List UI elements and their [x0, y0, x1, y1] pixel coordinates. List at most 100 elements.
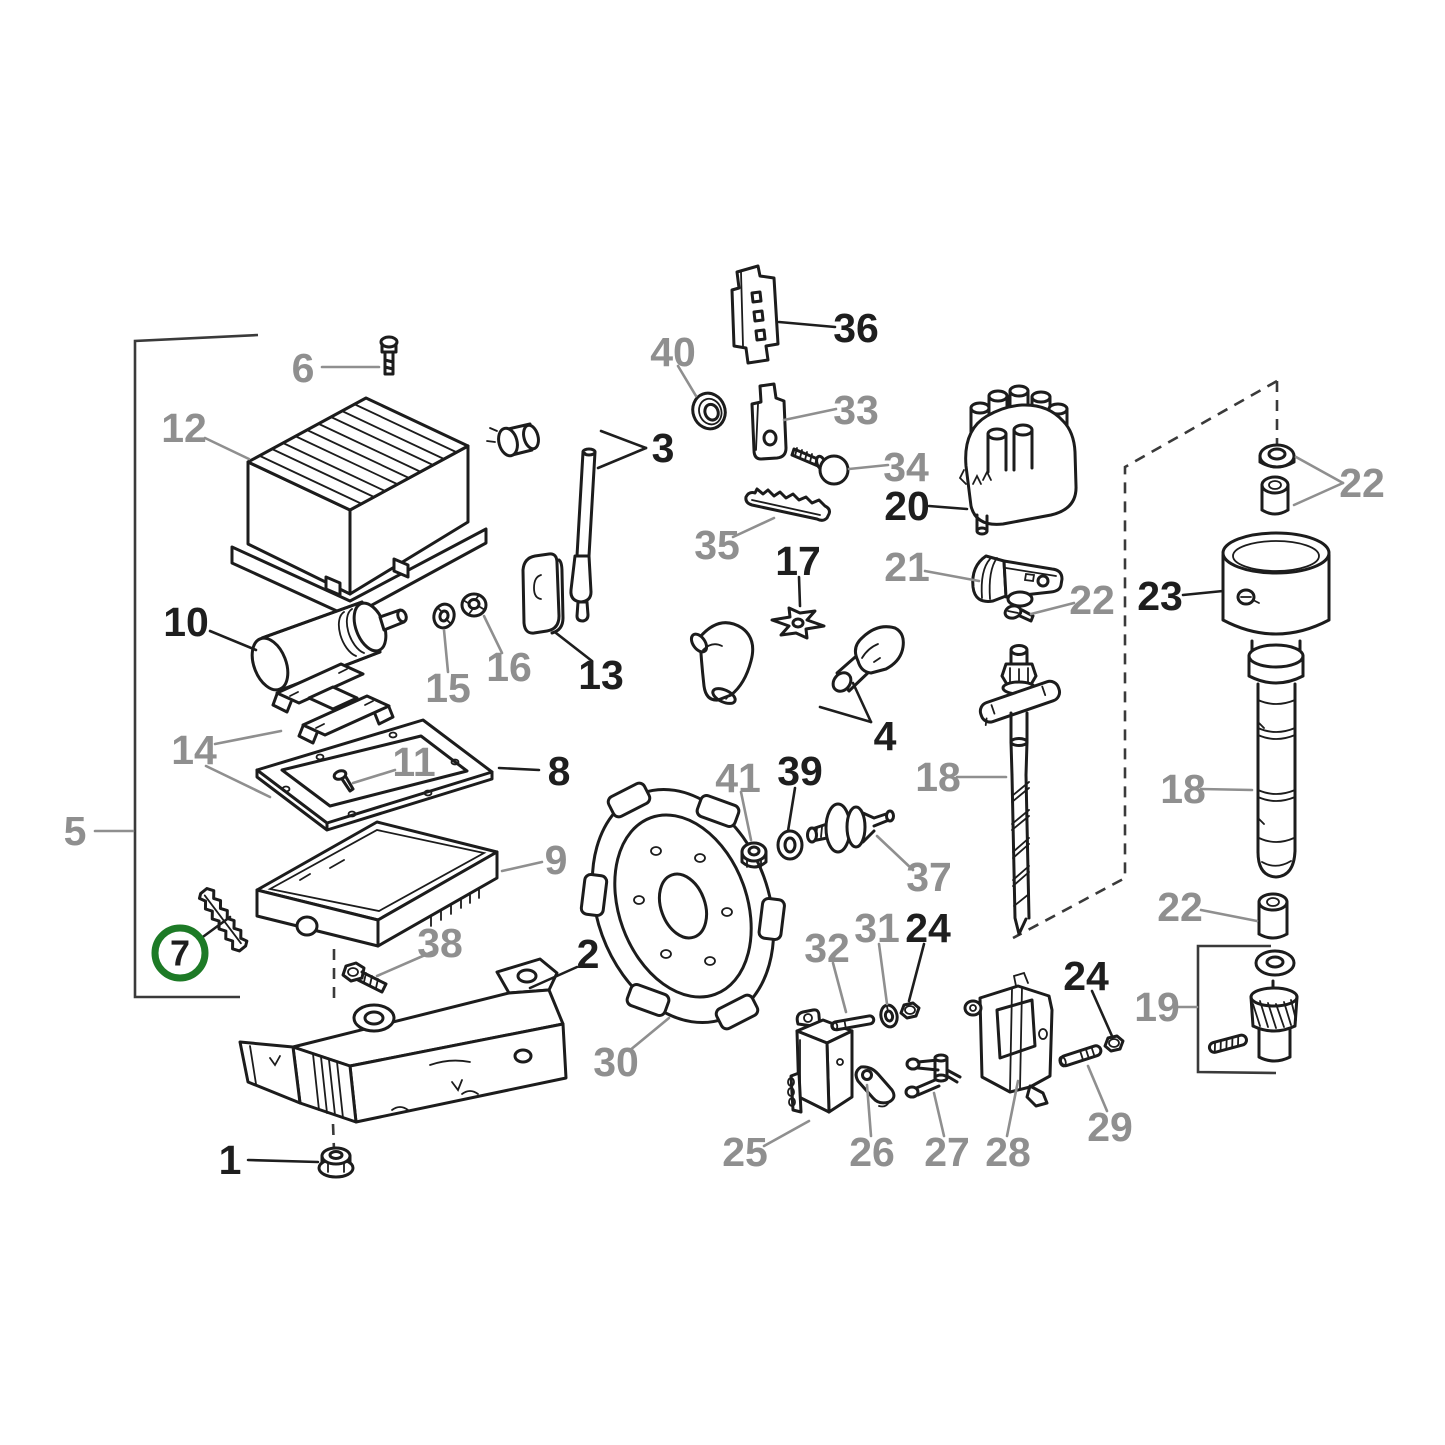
- part-label-10: 10: [163, 599, 209, 645]
- part-label-21: 21: [884, 544, 930, 590]
- leader-part-24a: [907, 942, 926, 1003]
- leader-part-17: [797, 575, 802, 608]
- leader-part-21: [923, 569, 981, 583]
- leader-part-25: [762, 1119, 811, 1148]
- part-19-gear-kit-drawing: [1207, 949, 1299, 1063]
- part-label-22a: 22: [1069, 577, 1115, 623]
- highlight-layer: [151, 924, 209, 982]
- part-15-washer-drawing: [432, 602, 456, 630]
- part-1-nut-drawing: [317, 1146, 355, 1179]
- part-label-27: 27: [924, 1129, 970, 1175]
- part-18-shaft-spiral-drawing: [978, 644, 1062, 936]
- part-label-22c: 22: [1157, 884, 1203, 930]
- part-34-screw-drawing: [790, 447, 850, 486]
- leader-part-40: [676, 364, 698, 398]
- leader-part-20: [927, 504, 969, 511]
- leader-part-34: [847, 463, 890, 471]
- leader-part-32: [831, 961, 848, 1014]
- part-label-1: 1: [219, 1137, 242, 1183]
- leader-part-11: [351, 768, 397, 785]
- part-13-boot-drawing: [521, 552, 565, 635]
- leader-part-10: [208, 629, 258, 652]
- connector-layer: [133, 333, 1279, 1151]
- part-23-coupler-cup-drawing: [1221, 531, 1331, 636]
- part-label-39: 39: [777, 748, 823, 794]
- part-6-screw-drawing: [379, 335, 399, 376]
- part-label-34: 34: [883, 444, 929, 490]
- part-label-11: 11: [392, 739, 435, 785]
- part-11-screw-drawing: [332, 769, 355, 793]
- part-label-9: 9: [545, 837, 568, 883]
- part-label-32: 32: [804, 925, 850, 971]
- part-37-sensor-drawing: [806, 802, 895, 854]
- leader-part-4: [818, 705, 873, 724]
- leader-part-38: [375, 950, 434, 978]
- leader-part-22b: [1294, 455, 1345, 485]
- leader-part-3: [596, 446, 648, 470]
- part-38-bolt-drawing: [341, 961, 388, 994]
- part-40-grommet-drawing: [691, 391, 727, 431]
- part-label-18a: 18: [915, 754, 961, 800]
- part-18-drive-shaft-drawing: [1247, 639, 1305, 879]
- part-22-bushing-drawing: [1257, 892, 1289, 940]
- part-label-16: 16: [486, 644, 532, 690]
- part-label-2: 2: [577, 931, 600, 977]
- leader-part-29: [1086, 1064, 1109, 1113]
- leader-part-28: [1005, 1079, 1020, 1138]
- leader-part-24b: [1090, 989, 1114, 1038]
- leader-part-39: [786, 786, 797, 833]
- part-14-coil-bracket-drawing: [271, 662, 395, 745]
- part-4-plug-wire-drawing: [689, 621, 905, 719]
- leader-part-15: [442, 628, 450, 674]
- leader-part-22c: [1199, 908, 1259, 923]
- leader-part-33: [782, 407, 838, 422]
- part-35-retainer-strip-drawing: [744, 487, 831, 522]
- part-7-serrated-strip-drawing: [197, 887, 249, 953]
- part-21-rotor-drawing: [971, 554, 1064, 608]
- part-label-30: 30: [593, 1039, 639, 1085]
- part-10-coil-drawing: [250, 600, 408, 692]
- leader-part-35: [731, 516, 776, 539]
- part-9-module-drawing: [255, 820, 499, 948]
- leader-part-23: [1181, 589, 1225, 597]
- part-label-3: 3: [652, 425, 675, 471]
- leader-part-4: [851, 681, 873, 724]
- part-label-4: 4: [874, 713, 897, 759]
- part-label-6: 6: [292, 345, 315, 391]
- part-33-key-plate-drawing: [750, 382, 788, 461]
- leader-part-8: [497, 766, 541, 772]
- part-32-pin-drawing: [830, 1014, 876, 1032]
- part-label-18b: 18: [1160, 766, 1206, 812]
- part-27-linkage-drawing: [904, 1053, 962, 1099]
- part-22-washer-spacer-drawing: [1258, 443, 1296, 516]
- part-label-13: 13: [578, 652, 624, 698]
- part-label-17: 17: [775, 538, 821, 584]
- part-12-rectifier-drawing: [230, 396, 488, 619]
- part-2-bracket-drawing: [238, 957, 568, 1124]
- leader-part-37: [875, 834, 915, 872]
- leader-part-13: [554, 631, 594, 663]
- leader-part-26: [865, 1083, 873, 1138]
- part-label-28: 28: [985, 1129, 1031, 1175]
- part-label-14: 14: [171, 727, 217, 773]
- part-25-module-drawing: [787, 1008, 854, 1114]
- part-label-36: 36: [833, 305, 879, 351]
- part-label-37: 37: [906, 854, 952, 900]
- part-31-washer-drawing: [879, 1003, 899, 1029]
- leader-part-18b: [1199, 787, 1254, 792]
- part-label-41: 41: [715, 755, 761, 801]
- part-label-24a: 24: [905, 905, 951, 951]
- part-label-38: 38: [417, 920, 463, 966]
- part-label-29: 29: [1087, 1104, 1133, 1150]
- part-label-31: 31: [854, 905, 900, 951]
- leader-part-27: [932, 1091, 946, 1138]
- part-24-nut-center-drawing: [899, 1001, 921, 1020]
- part-label-23: 23: [1137, 573, 1183, 619]
- leader-part-3: [599, 429, 648, 450]
- part-label-15: 15: [425, 665, 471, 711]
- part-36-terminal-block-drawing: [730, 264, 780, 365]
- part-label-12: 12: [161, 405, 207, 451]
